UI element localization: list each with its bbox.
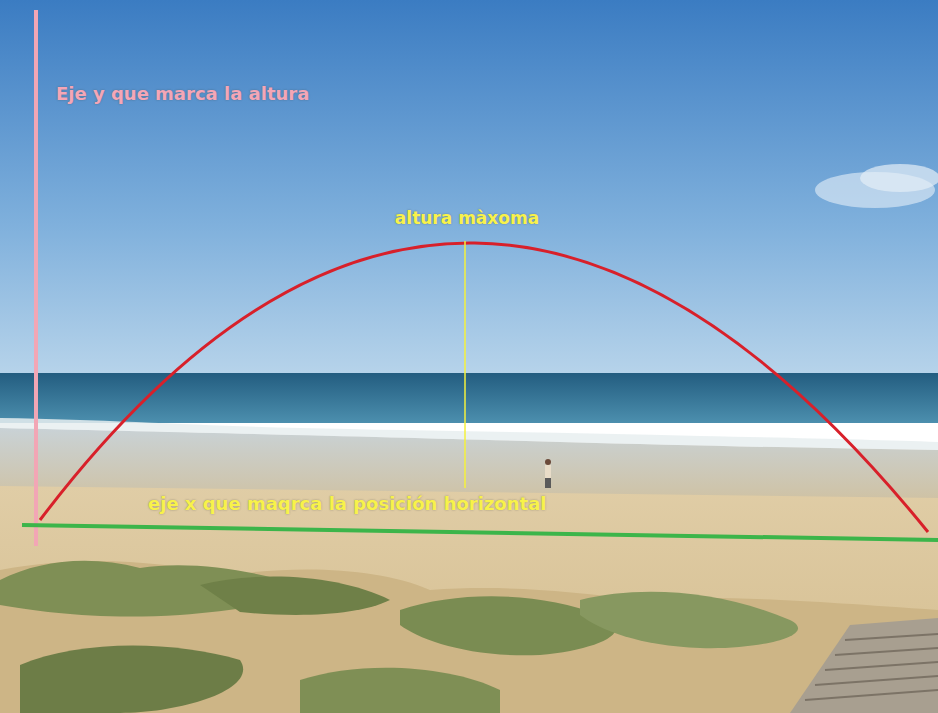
- axis-label: Eje y que marca la altura: [56, 84, 309, 104]
- dune-grass: [300, 668, 500, 713]
- dunes: [0, 561, 938, 713]
- sea: [0, 373, 938, 423]
- max-height-line: [464, 241, 466, 488]
- person: [545, 459, 551, 488]
- sky: [0, 0, 938, 373]
- cloud: [860, 164, 938, 192]
- boardwalk: [790, 618, 938, 713]
- dune-grass: [580, 592, 798, 648]
- beach-sand: [0, 486, 938, 713]
- dune-grass: [20, 646, 243, 713]
- trajectory-parabola: [40, 243, 928, 532]
- axis-label: eje x que maqrca la posición horizontal: [148, 494, 546, 514]
- max-height-label: altura màxoma: [395, 208, 539, 228]
- x-axis: [22, 525, 938, 540]
- y-axis: [34, 10, 38, 546]
- dune-grass: [200, 577, 390, 615]
